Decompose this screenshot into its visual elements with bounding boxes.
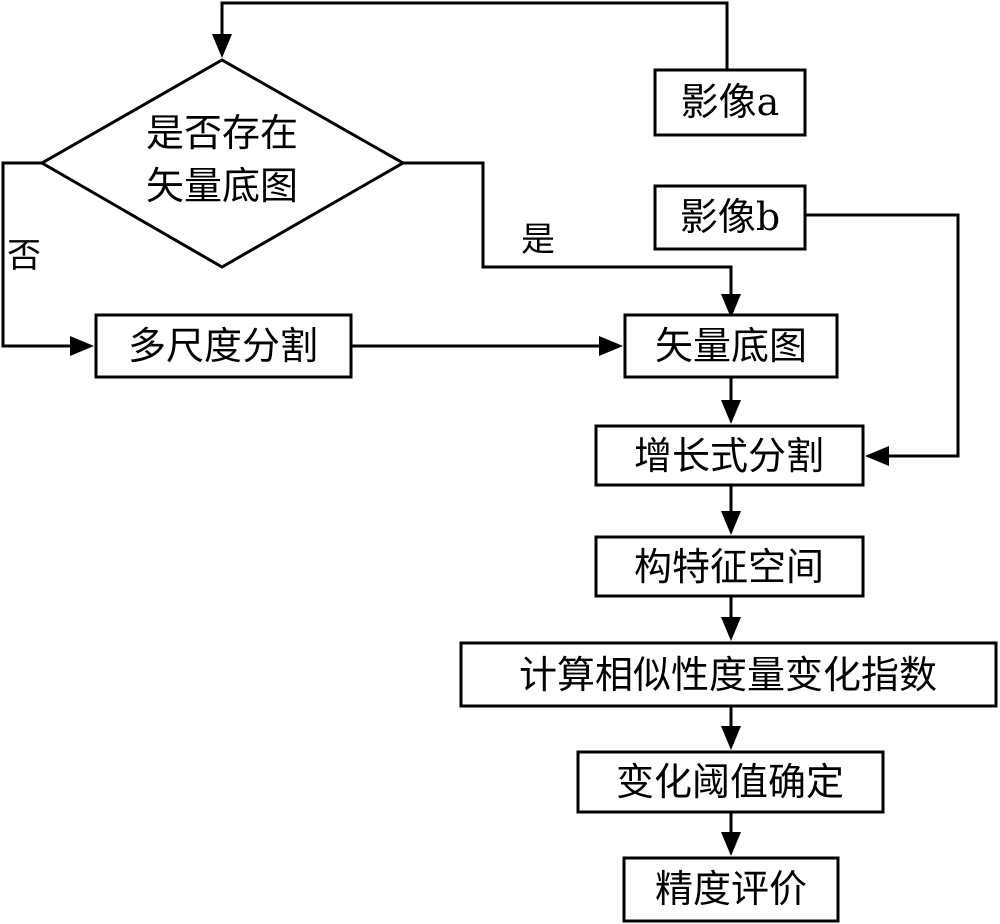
- edge-image-b-to-growing-seg: [805, 213, 960, 458]
- arrowhead-multiscale: [70, 336, 94, 356]
- arrowhead-decision-top: [212, 34, 232, 58]
- edge-image-a-to-decision: [220, 1, 729, 70]
- node-multiscale-segmentation: 多尺度分割: [94, 313, 353, 379]
- node-region-growing-segmentation: 增长式分割: [594, 424, 865, 487]
- decision-diamond: 是否存在 矢量底图: [38, 58, 407, 269]
- edge-no-to-multiscale: [1, 161, 76, 348]
- node-vector-basemap: 矢量底图: [623, 313, 839, 379]
- node-multiscale-segmentation-label: 多尺度分割: [128, 324, 318, 368]
- decision-label-line2: 矢量底图: [146, 164, 298, 208]
- edge-label-no: 否: [7, 236, 41, 276]
- node-region-growing-segmentation-label: 增长式分割: [634, 434, 824, 478]
- arrowhead-feature-space: [721, 511, 741, 535]
- arrowhead-threshold: [721, 726, 741, 750]
- node-vector-basemap-label: 矢量底图: [655, 324, 807, 368]
- node-accuracy-evaluation: 精度评价: [622, 856, 840, 923]
- node-similarity-change-index: 计算相似性度量变化指数: [459, 641, 998, 708]
- node-similarity-change-index-label: 计算相似性度量变化指数: [519, 653, 937, 697]
- node-change-threshold-label: 变化阈值确定: [616, 760, 844, 804]
- node-change-threshold: 变化阈值确定: [576, 750, 885, 814]
- decision-label-line1: 是否存在: [146, 111, 298, 155]
- arrowhead-growing-seg-right: [865, 446, 889, 466]
- edge-label-yes: 是: [521, 220, 555, 260]
- node-accuracy-evaluation-label: 精度评价: [655, 867, 807, 911]
- arrowhead-vector-basemap-left: [599, 336, 623, 356]
- node-feature-space-label: 构特征空间: [634, 545, 824, 589]
- node-feature-space: 构特征空间: [594, 535, 865, 598]
- arrowhead-similarity: [721, 617, 741, 641]
- node-image-b-label: 影像b: [680, 195, 780, 239]
- node-image-b: 影像b: [653, 184, 807, 251]
- edge-yes-to-vector-basemap: [403, 161, 733, 300]
- node-image-a: 影像a: [653, 68, 807, 137]
- arrowhead-vector-basemap: [721, 294, 741, 318]
- node-image-a-label: 影像a: [681, 80, 780, 124]
- arrowhead-growing-seg: [721, 400, 741, 424]
- arrowhead-evaluation: [721, 832, 741, 856]
